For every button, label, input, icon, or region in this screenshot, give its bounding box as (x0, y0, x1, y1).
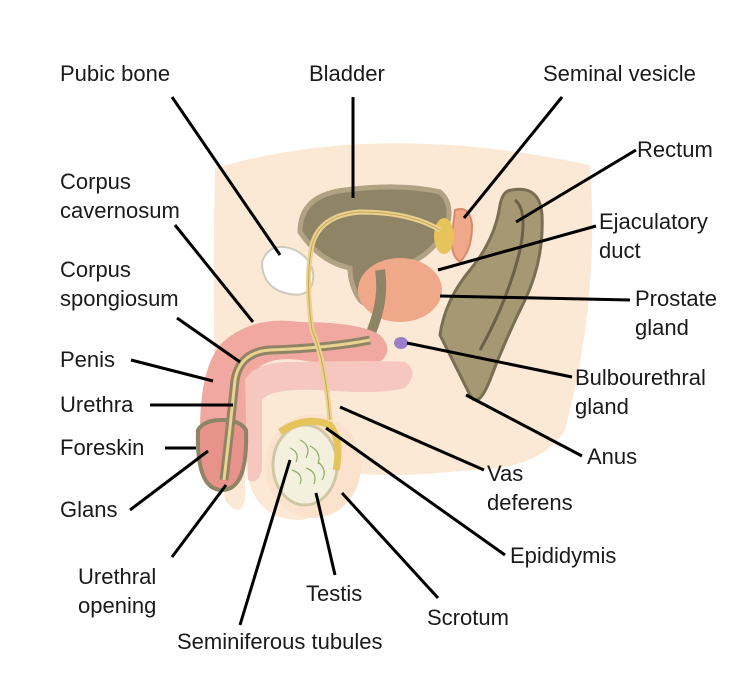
glans-shape (195, 417, 249, 493)
prostate-shape (358, 258, 442, 322)
label-scrotum: Scrotum (427, 605, 509, 630)
pubic-bone-shape (260, 246, 315, 296)
leader-anus (465, 393, 583, 458)
leader-epididymis (325, 426, 506, 557)
leader-seminiferous-tubules (238, 459, 292, 626)
leader-rectum (515, 148, 637, 224)
leader-vas-deferens (339, 405, 485, 472)
label-testis: Testis (306, 581, 363, 606)
leader-corpus-spongiosum (176, 316, 241, 364)
label-anus: Anus (587, 444, 638, 469)
label-bulbourethral-gland-line1: Bulbourethral (575, 365, 706, 390)
label-seminiferous-tubules: Seminiferous tubules (177, 629, 383, 654)
rectum-inner (478, 198, 525, 351)
label-urethral-opening-line2: opening (78, 593, 157, 618)
testis-shape (271, 423, 339, 507)
label-glans: Glans (60, 497, 118, 522)
label-corpus-cavernosum-line1: Corpus (60, 169, 131, 194)
leader-urethral-opening (170, 484, 228, 558)
label-bladder: Bladder (309, 61, 385, 86)
label-corpus-cavernosum-line2: cavernosum (60, 198, 180, 223)
leader-bulbourethral-gland (406, 341, 573, 379)
label-penis: Penis (60, 347, 116, 372)
leader-glans (129, 449, 209, 512)
seminal-vesicle-shape (450, 208, 474, 264)
label-prostate-gland-line2: gland (635, 315, 689, 340)
ampulla-shape (434, 218, 454, 254)
vas-deferens-outline (308, 211, 441, 421)
bulbourethral-gland-shape (394, 337, 408, 349)
label-corpus-spongiosum-line1: Corpus (60, 257, 131, 282)
label-vas-deferens-line1: Vas (487, 461, 524, 486)
label-seminal-vesicle: Seminal vesicle (543, 61, 696, 86)
label-epididymis: Epididymis (510, 543, 617, 568)
label-pubic-bone: Pubic bone (60, 61, 171, 86)
label-urethral-opening-line1: Urethral (78, 564, 157, 589)
leader-ejaculatory-duct (437, 224, 597, 272)
label-bulbourethral-gland-line2: gland (575, 394, 629, 419)
leader-testis (314, 492, 337, 576)
leader-seminal-vesicle (462, 96, 564, 219)
label-urethra: Urethra (60, 392, 134, 417)
leader-pubic-bone (170, 96, 282, 256)
corpus-spongiosum-shape (245, 361, 413, 482)
epididymis-shape (278, 417, 342, 471)
bladder-neck (365, 269, 387, 337)
leader-corpus-cavernosum (173, 224, 255, 323)
label-foreskin: Foreskin (60, 435, 145, 460)
urethra-lumen (222, 338, 371, 481)
label-ejaculatory-duct-line1: Ejaculatory (599, 209, 708, 234)
label-corpus-spongiosum-line2: spongiosum (60, 286, 179, 311)
rectum-shape (438, 187, 544, 402)
leader-scrotum (340, 491, 440, 600)
seminiferous-tubules-marks (289, 439, 325, 485)
label-ejaculatory-duct-line2: duct (599, 238, 641, 263)
label-rectum: Rectum (637, 137, 713, 162)
leader-penis (130, 358, 214, 383)
leader-prostate-gland (439, 294, 631, 302)
label-prostate-gland-line1: Prostate (635, 286, 717, 311)
label-vas-deferens-line2: deferens (487, 490, 573, 515)
